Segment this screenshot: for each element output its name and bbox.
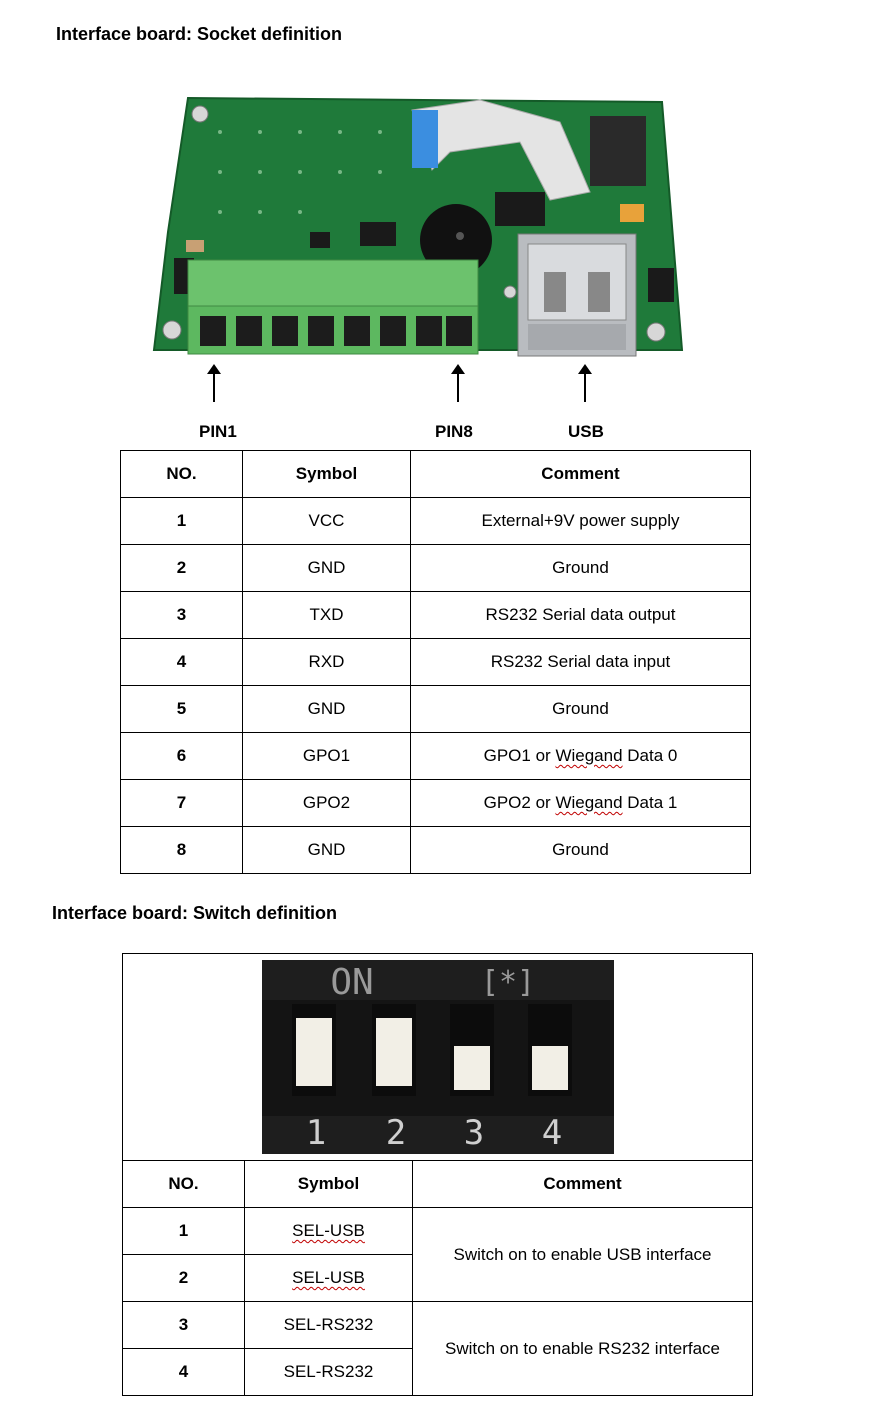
table-row: 6 GPO1 GPO1 or Wiegand Data 0 (120, 732, 751, 780)
dip-slider-2 (375, 1018, 412, 1086)
dip-slider-3 (453, 1046, 490, 1090)
row-symbol: VCC (242, 497, 411, 545)
dip-number-1: 1 (305, 1113, 325, 1153)
row-symbol: TXD (242, 591, 411, 639)
row-comment: Ground (410, 544, 751, 592)
dip-number-2: 2 (385, 1113, 405, 1153)
row-symbol: RXD (242, 638, 411, 686)
usb-arrow (578, 364, 592, 404)
pin8-label: PIN8 (435, 422, 473, 441)
photo-row: ON [*] 1 2 3 4 (121, 953, 754, 1161)
table-header-row: NO. Symbol Comment (122, 1160, 754, 1208)
header-no: NO. (122, 1160, 245, 1208)
comment-word: Wiegand (555, 746, 623, 765)
header-comment: Comment (411, 1160, 754, 1208)
dip-switch-photo: ON [*] 1 2 3 4 (261, 960, 614, 1154)
header-no: NO. (120, 450, 243, 498)
interface-board-photo (152, 96, 684, 357)
row-comment: External+9V power supply (410, 497, 751, 545)
table-row: 2 GND Ground (120, 544, 751, 592)
table-row: 3 TXD RS232 Serial data output (120, 591, 751, 639)
row-symbol: GND (242, 826, 411, 874)
table-row: 2 SEL-USB (122, 1254, 753, 1302)
table-row: 3 SEL-RS232 Switch on to enable RS232 in… (122, 1301, 754, 1396)
table-header-row: NO. Symbol Comment (120, 450, 751, 498)
row-symbol: GND (242, 685, 411, 733)
pin1-arrow (207, 364, 221, 404)
row-symbol: SEL-USB (244, 1254, 413, 1302)
row-symbol: SEL-RS232 (244, 1348, 413, 1396)
switch-definition-table: ON [*] 1 2 3 4 NO. (121, 953, 754, 1396)
table-row: 4 RXD RS232 Serial data input (120, 638, 751, 686)
row-no: 8 (120, 826, 243, 874)
comment-prefix: GPO2 or (483, 793, 556, 812)
row-comment: GPO1 or Wiegand Data 0 (410, 732, 751, 780)
symbol-text: SEL-USB (292, 1221, 365, 1240)
table-row: 4 SEL-RS232 (122, 1348, 753, 1396)
switch-heading: Interface board: Switch definition (52, 903, 338, 923)
row-no: 3 (122, 1301, 245, 1349)
row-symbol: SEL-RS232 (244, 1301, 413, 1349)
table-row: 1 SEL-USB Switch on to enable USB interf… (122, 1207, 754, 1302)
photo-cell: ON [*] 1 2 3 4 (121, 953, 754, 1161)
symbol-text: SEL-USB (292, 1268, 365, 1287)
row-comment: Switch on to enable USB interface (411, 1207, 754, 1302)
row-no: 5 (120, 685, 243, 733)
dip-number-4: 4 (541, 1113, 561, 1153)
row-no: 4 (120, 638, 243, 686)
row-comment: Switch on to enable RS232 interface (411, 1301, 754, 1396)
row-no: 2 (120, 544, 243, 592)
row-comment: Ground (410, 826, 751, 874)
row-no: 7 (120, 779, 243, 827)
usb-label: USB (568, 422, 604, 441)
header-comment: Comment (410, 450, 751, 498)
dip-slider-1 (295, 1018, 332, 1086)
comment-word: Wiegand (555, 793, 623, 812)
row-symbol: GPO1 (242, 732, 411, 780)
comment-suffix: Data 1 (622, 793, 678, 812)
table-row: 1 VCC External+9V power supply (120, 497, 751, 545)
dip-on-label: ON (330, 962, 373, 1003)
row-comment: RS232 Serial data output (410, 591, 751, 639)
table-row: 8 GND Ground (120, 826, 751, 874)
header-symbol: Symbol (244, 1160, 413, 1208)
table-row: 5 GND Ground (120, 685, 751, 733)
dip-number-3: 3 (463, 1113, 483, 1153)
table-row: 7 GPO2 GPO2 or Wiegand Data 1 (120, 779, 751, 827)
row-no: 2 (122, 1254, 245, 1302)
row-no: 1 (122, 1207, 245, 1255)
row-comment: Ground (410, 685, 751, 733)
row-no: 1 (120, 497, 243, 545)
row-symbol: SEL-USB (244, 1207, 413, 1255)
socket-heading: Interface board: Socket definition (56, 24, 343, 44)
dip-slider-4 (531, 1046, 568, 1090)
comment-suffix: Data 0 (622, 746, 678, 765)
row-symbol: GND (242, 544, 411, 592)
row-comment: GPO2 or Wiegand Data 1 (410, 779, 751, 827)
socket-definition-table: NO. Symbol Comment 1 VCC External+9V pow… (120, 450, 751, 874)
row-no: 4 (122, 1348, 245, 1396)
header-symbol: Symbol (242, 450, 411, 498)
comment-prefix: GPO1 or (483, 746, 556, 765)
row-no: 6 (120, 732, 243, 780)
row-comment: RS232 Serial data input (410, 638, 751, 686)
row-symbol: GPO2 (242, 779, 411, 827)
dip-mark-label: [*] (480, 965, 534, 1000)
pin8-arrow (451, 364, 465, 404)
row-no: 3 (120, 591, 243, 639)
pin1-label: PIN1 (199, 422, 237, 441)
